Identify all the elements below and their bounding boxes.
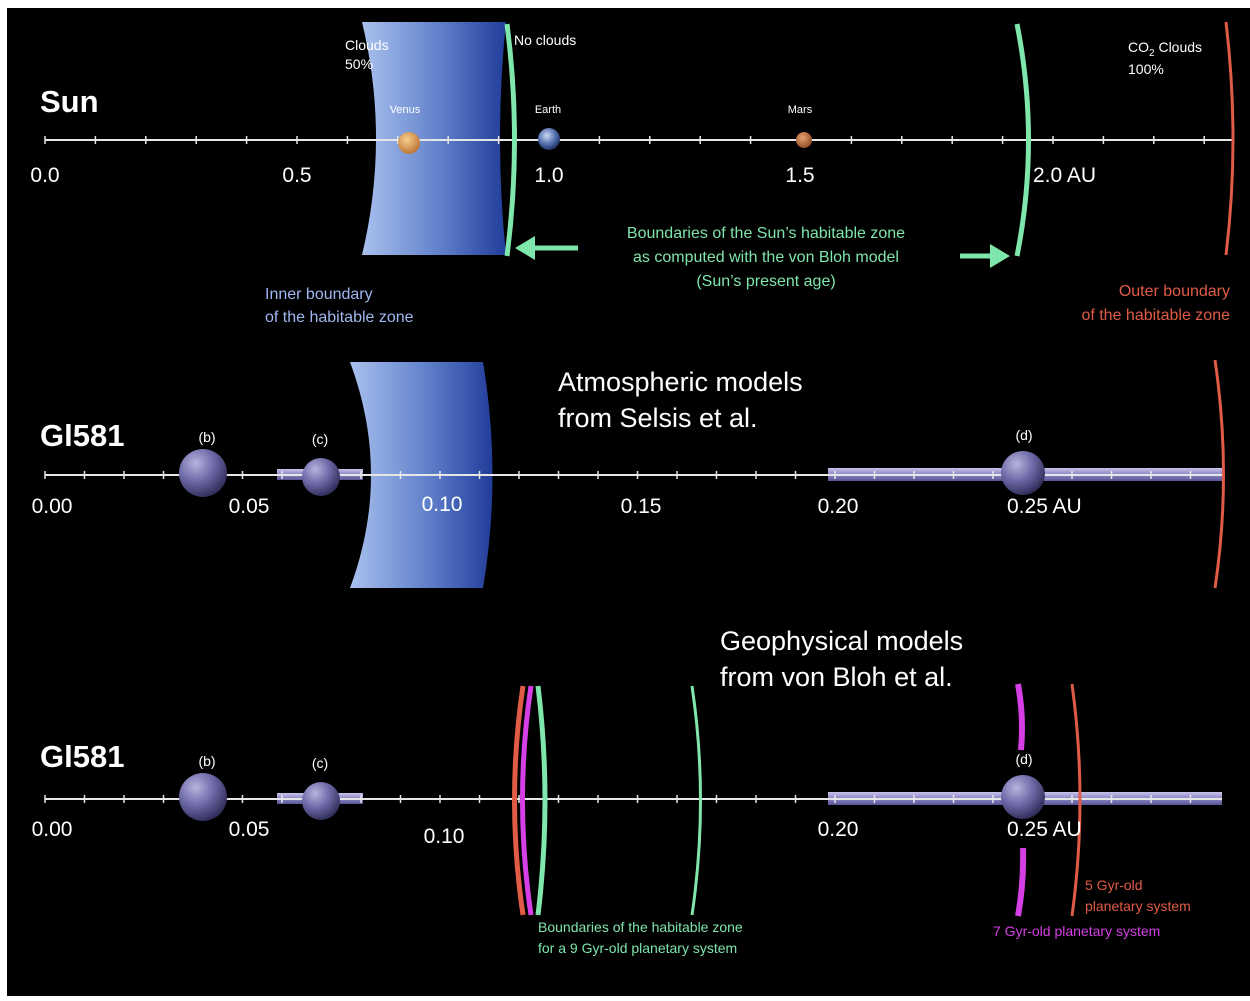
gl581-tick-4: 0.20 — [818, 495, 859, 518]
sun-hz-outer-boundary-curve — [1014, 23, 1031, 257]
planet-d — [1001, 451, 1045, 495]
planet-b — [179, 449, 227, 497]
clouds-50-label: Clouds — [345, 37, 389, 53]
planet-c-label: (c) — [312, 431, 328, 447]
sun-tick-2: 1.0 — [534, 164, 563, 187]
atmospheric-models-label-line1: Atmospheric models — [558, 367, 803, 397]
boundaries-9gyr-caption-line2: for a 9 Gyr-old planetary system — [538, 940, 737, 956]
gl581-geo-title: Gl581 — [40, 739, 124, 774]
planet-b-label-2: (b) — [198, 753, 215, 769]
gl581-geo-tick-2: 0.10 — [424, 825, 465, 848]
sun-co2-outer-boundary-curve — [1224, 21, 1235, 256]
atmospheric-models-label-line2: from Selsis et al. — [558, 403, 758, 433]
sun-axis-ticks — [44, 136, 1205, 144]
co2-clouds-label: CO2 Clouds — [1128, 39, 1202, 59]
gl581-tick-5: 0.25 AU — [1007, 495, 1082, 518]
inner-boundary-5gyr-curve — [512, 685, 526, 916]
gl581-tick-3: 0.15 — [621, 495, 662, 518]
gl581-geo-tick-4: 0.25 AU — [1007, 818, 1082, 841]
inner-boundary-9gyr-curve — [535, 685, 548, 916]
gl581-outer-boundary-curve — [1213, 359, 1225, 589]
outer-boundary-label-line2: of the habitable zone — [1081, 307, 1230, 324]
planet-d-2 — [1001, 775, 1045, 819]
outer-boundary-7gyr-curve-bottom — [1015, 847, 1027, 917]
gl581-geophysical-panel: Gl581 Geophysical models from von Bloh e… — [32, 626, 1222, 956]
earth-planet — [538, 128, 560, 150]
sun-hz-inner-boundary-curve — [504, 23, 517, 257]
gl581-tick-1: 0.05 — [229, 495, 270, 518]
earth-label: Earth — [535, 104, 561, 116]
venus-label: Venus — [390, 104, 421, 116]
outer-boundary-7gyr-curve-top — [1015, 683, 1025, 751]
planet-c-2 — [302, 782, 340, 820]
co2-clouds-percent: 100% — [1128, 61, 1164, 77]
gl581-tick-2: 0.10 — [422, 493, 463, 516]
sun-title: Sun — [40, 84, 99, 119]
gl581-geo-axis-ticks — [44, 795, 1192, 803]
planet-c — [302, 458, 340, 496]
geophysical-models-label-line1: Geophysical models — [720, 626, 963, 656]
gl581-atmospheric-panel: Gl581 Atmospheric models from Selsis et … — [32, 359, 1225, 589]
geophysical-models-label-line2: from von Bloh et al. — [720, 662, 953, 692]
gl581-geo-tick-0: 0.00 — [32, 818, 73, 841]
system-5gyr-caption-line2: planetary system — [1085, 898, 1191, 914]
sun-panel: Sun Clouds 50% No clouds CO2 Clouds 100%… — [30, 21, 1235, 326]
left-arrow-icon — [515, 236, 578, 260]
planet-d-label-2: (d) — [1015, 751, 1032, 767]
outer-boundary-label-line1: Outer boundary — [1119, 283, 1230, 300]
planet-b-2 — [179, 773, 227, 821]
hz-boundaries-caption-line1: Boundaries of the Sun’s habitable zone — [627, 225, 905, 242]
sun-tick-0: 0.0 — [30, 164, 59, 187]
inner-boundary-label-line1: Inner boundary — [265, 286, 373, 303]
inner-boundary-7gyr-curve — [520, 685, 534, 916]
gl581-tick-0: 0.00 — [32, 495, 73, 518]
system-5gyr-caption-line1: 5 Gyr-old — [1085, 877, 1143, 893]
venus-planet — [398, 132, 420, 154]
gl581-geo-tick-3: 0.20 — [818, 818, 859, 841]
outer-boundary-9gyr-curve — [690, 685, 702, 916]
hz-boundaries-caption-line2: as computed with the von Bloh model — [633, 249, 899, 266]
no-clouds-label: No clouds — [514, 32, 576, 48]
figure-background — [7, 8, 1250, 996]
outer-boundary-5gyr-curve — [1070, 683, 1082, 917]
planet-b-label: (b) — [198, 429, 215, 445]
planet-d-label: (d) — [1015, 427, 1032, 443]
clouds-50-percent: 50% — [345, 56, 373, 72]
sun-tick-1: 0.5 — [282, 164, 311, 187]
mars-planet — [796, 132, 812, 148]
boundaries-9gyr-caption-line1: Boundaries of the habitable zone — [538, 919, 743, 935]
hz-boundaries-caption-line3: (Sun’s present age) — [696, 273, 835, 290]
inner-boundary-label-line2: of the habitable zone — [265, 309, 414, 326]
sun-tick-4: 2.0 AU — [1033, 164, 1096, 187]
planet-c-label-2: (c) — [312, 755, 328, 771]
sun-inner-zone-shading — [362, 22, 506, 255]
mars-label: Mars — [788, 104, 813, 116]
system-7gyr-caption: 7 Gyr-old planetary system — [993, 923, 1160, 939]
gl581-title: Gl581 — [40, 418, 124, 453]
gl581-geo-tick-1: 0.05 — [229, 818, 270, 841]
sun-tick-3: 1.5 — [785, 164, 814, 187]
right-arrow-icon — [960, 244, 1010, 268]
